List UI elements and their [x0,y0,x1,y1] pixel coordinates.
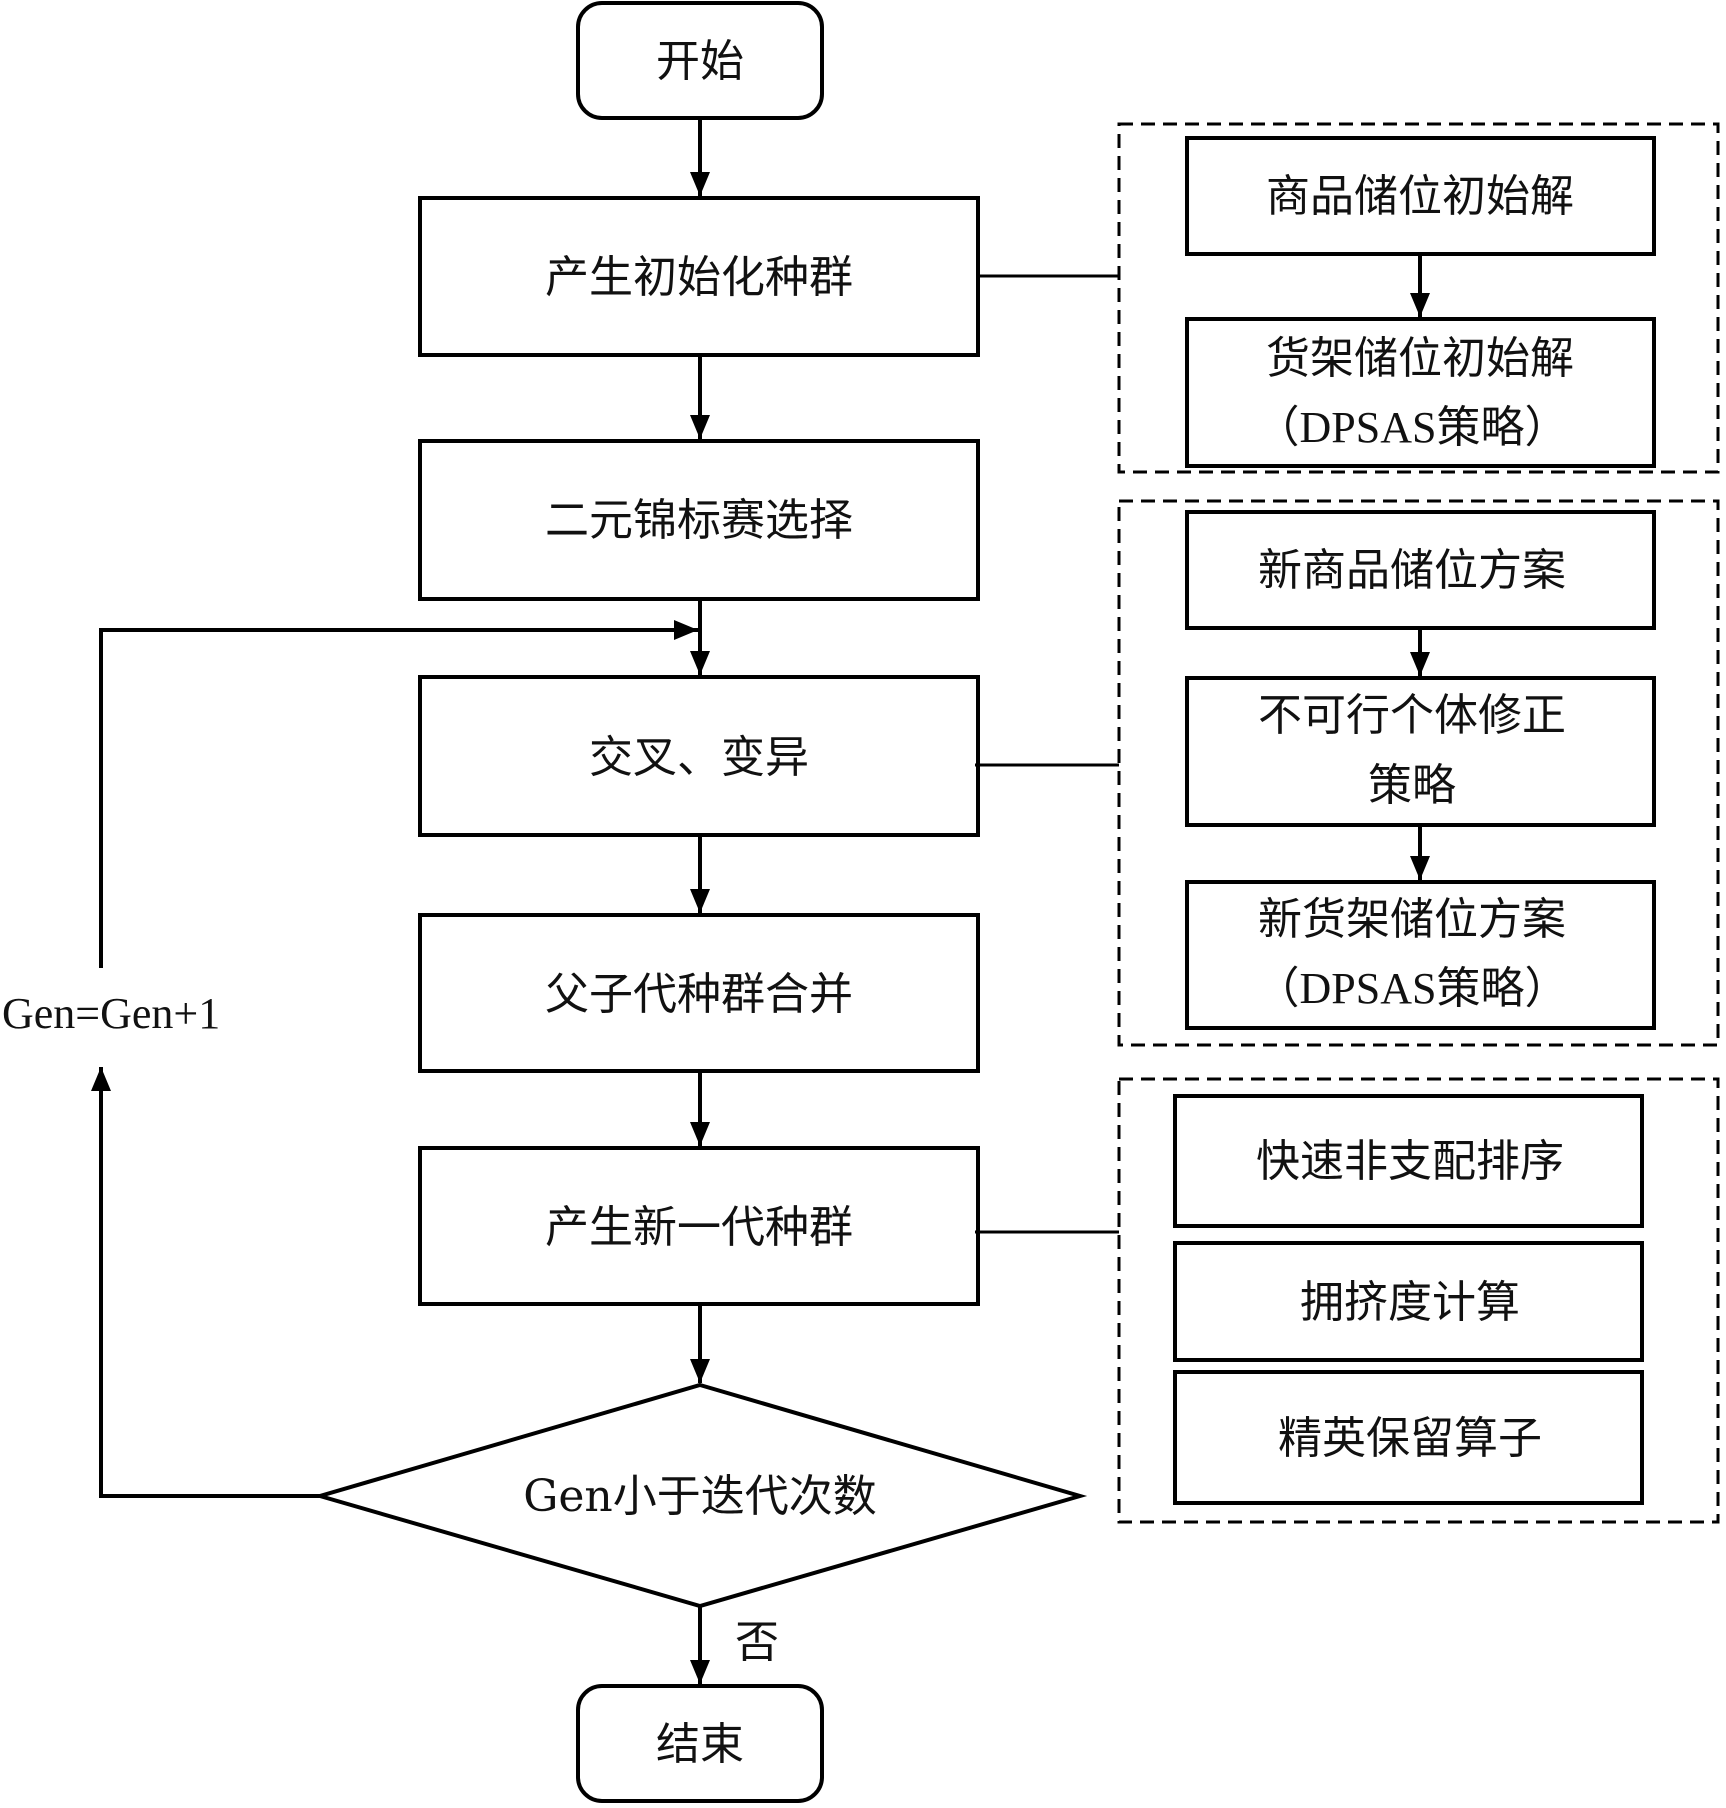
crossover-group-item-label: 策略 [1368,760,1456,811]
generation-group-item [1173,1241,1644,1362]
decision-label: Gen小于迭代次数 [523,1471,877,1522]
generation-group-item [1173,1370,1644,1505]
generation-group-item [1173,1094,1644,1228]
init-group-item-label: （DPSAS策略） [1256,403,1569,452]
init-group-item [1185,317,1656,468]
tournament-selection-label: 二元锦标赛选择 [545,495,853,546]
init-group-item-label: 商品储位初始解 [1266,171,1574,222]
init-population-box [418,196,980,357]
generation-group-item-label: 快速非支配排序 [1256,1136,1564,1187]
generation-group-item-label: 精英保留算子 [1278,1413,1542,1464]
crossover-group-item-label: 新货架储位方案 [1258,894,1566,945]
init-group-item-label: 货架储位初始解 [1266,333,1574,384]
crossover-mutation-box [418,675,980,837]
loop-label: Gen=Gen+1 [2,989,220,1038]
end-label: 结束 [656,1719,744,1770]
merge-populations-label: 父子代种群合并 [545,969,853,1020]
loop-line-upper [99,620,698,968]
crossover-group-item-label: 新商品储位方案 [1258,545,1566,596]
generation-group-frame [1117,1077,1720,1524]
crossover-group-item [1185,510,1656,630]
tournament-selection-box [418,439,980,601]
crossover-group-item-label: （DPSAS策略） [1256,964,1569,1013]
init-group-frame [1117,122,1720,474]
generation-group-item-label: 拥挤度计算 [1300,1277,1520,1328]
new-generation-label: 产生新一代种群 [545,1202,853,1253]
crossover-group-item [1185,880,1656,1030]
end-node [576,1684,824,1803]
decision-no-label: 否 [735,1617,779,1668]
crossover-group-item [1185,676,1656,827]
init-population-label: 产生初始化种群 [545,252,853,303]
start-node [576,1,824,120]
start-label: 开始 [656,36,744,87]
crossover-group-item-label: 不可行个体修正 [1258,690,1566,741]
loop-line-lower [91,1067,320,1498]
crossover-mutation-label: 交叉、变异 [589,732,809,783]
crossover-group-frame [1117,499,1720,1047]
